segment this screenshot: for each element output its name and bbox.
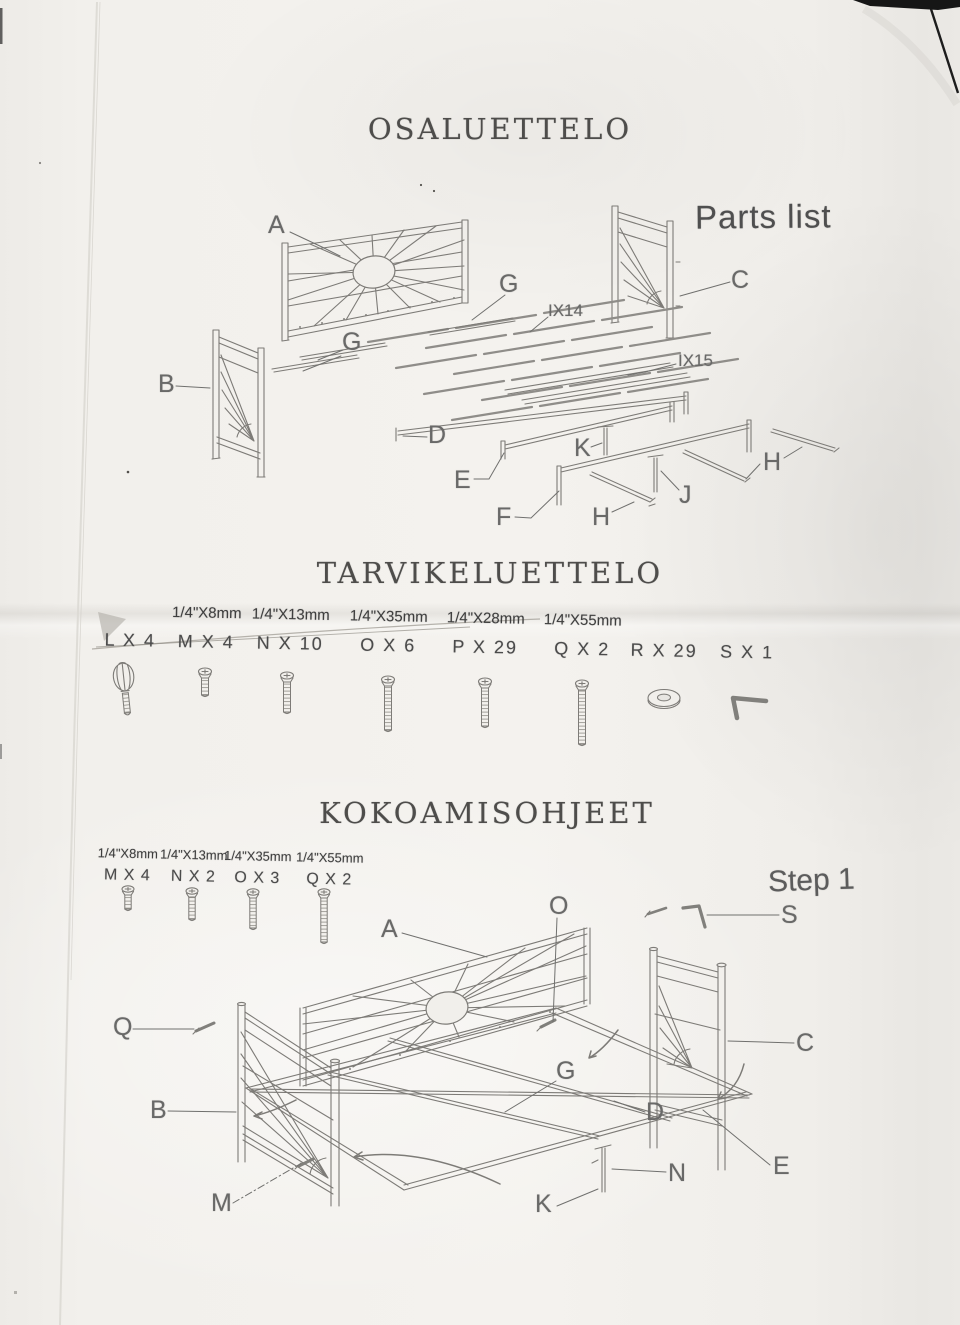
part-label-e: E — [454, 466, 471, 494]
finial-knob-icon — [112, 661, 135, 716]
front-rail-f-drawing — [556, 419, 752, 506]
step1-hardware-icons — [121, 885, 331, 945]
pin-k-drawing — [597, 425, 614, 456]
screw-55mm-icon — [574, 679, 590, 747]
parts-list-english-title: Parts list — [694, 197, 832, 236]
assembly-section-title: KOKOAMISOHJEET — [319, 796, 655, 830]
step1-size-q: 1/4"X55mm — [295, 849, 364, 866]
assembly-label-d: D — [646, 1098, 665, 1126]
side-panel-c-drawing — [610, 205, 681, 339]
part-label-d: D — [428, 421, 447, 449]
ix15-rails — [504, 362, 691, 405]
screw-35mm-icon — [380, 675, 396, 733]
vertical-crease — [59, 1, 98, 1325]
part-label-j: J — [679, 481, 692, 509]
hardware-section-title: TARVIKELUETTELO — [316, 556, 664, 590]
parts-section-title: OSALUETTELO — [367, 112, 633, 146]
assembly-step1-diagram — [132, 904, 795, 1207]
assembly-label-m: M — [211, 1189, 232, 1217]
part-label-a: A — [268, 211, 285, 239]
assembly-back-panel-a — [299, 927, 591, 1087]
screw-35mm-icon — [246, 888, 260, 931]
assembly-label-b: B — [150, 1096, 167, 1124]
part-label-b: B — [158, 370, 175, 398]
step-title: Step 1 — [767, 862, 856, 899]
side-rail-e-drawing — [500, 401, 675, 460]
slat-field-drawing — [366, 298, 740, 422]
assembly-side-panel-c — [648, 946, 727, 1171]
hardware-icons — [112, 661, 769, 747]
assembly-label-q: Q — [113, 1013, 133, 1041]
part-label-g-lower: G — [342, 328, 362, 356]
parts-leader-lines — [175, 231, 803, 519]
step1-count-q: Q X 2 — [306, 870, 353, 889]
screw-13mm-icon — [185, 887, 199, 922]
parts-exploded-diagram — [175, 205, 840, 519]
pin-kn — [591, 1144, 612, 1193]
assembly-side-panel-b — [236, 1001, 341, 1207]
part-label-h-right: H — [763, 448, 782, 476]
screw-8mm-icon — [121, 885, 135, 912]
allen-key-icon — [681, 904, 707, 929]
hardware-item-s: S X 1 — [687, 614, 808, 672]
cross-rail-g — [327, 1071, 601, 1140]
step1-item-q: 1/4"X55mm Q X 2 — [287, 849, 372, 895]
assembly-arrows — [253, 1029, 745, 1185]
step1-hardware-list: 1/4"X8mm M X 4 1/4"X13mm N X 2 1/4"X35mm… — [87, 845, 408, 898]
side-panel-b-drawing — [211, 329, 266, 478]
assembly-base-frame — [245, 1007, 753, 1193]
screw-13mm-icon — [279, 671, 295, 715]
part-label-h-front: H — [592, 503, 611, 531]
assembly-label-e: E — [773, 1152, 790, 1180]
part-label-f: F — [496, 503, 512, 531]
washer-icon — [647, 688, 681, 710]
part-label-ix15: IX15 — [678, 351, 713, 370]
side-rail-d-drawing — [395, 391, 689, 442]
assembly-label-s: S — [781, 901, 798, 929]
allen-key-icon — [730, 695, 769, 721]
assembly-label-n: N — [668, 1159, 687, 1187]
assembly-loose-fasteners — [192, 904, 707, 1170]
back-panel-a-drawing — [281, 219, 469, 342]
hardware-count-s: S X 1 — [719, 641, 775, 663]
screw-28mm-icon — [477, 677, 493, 729]
part-label-ix14: IX14 — [548, 301, 583, 320]
support-bar-h-drawings — [589, 428, 840, 507]
part-label-g-upper: G — [499, 270, 519, 298]
crumple-mark — [98, 612, 126, 641]
assembly-label-a: A — [381, 915, 398, 943]
part-label-k: K — [574, 434, 591, 462]
assembly-label-o: O — [549, 892, 569, 920]
screw-55mm-icon — [317, 888, 331, 945]
assembly-leader-lines — [132, 914, 795, 1207]
corner-fold-mark — [853, 0, 960, 10]
pin-j-drawing — [647, 454, 664, 493]
screw-8mm-icon — [197, 667, 213, 698]
part-label-c: C — [731, 266, 750, 294]
assembly-label-c: C — [796, 1029, 815, 1057]
assembly-label-k: K — [535, 1190, 552, 1218]
assembly-label-g: G — [556, 1057, 576, 1085]
